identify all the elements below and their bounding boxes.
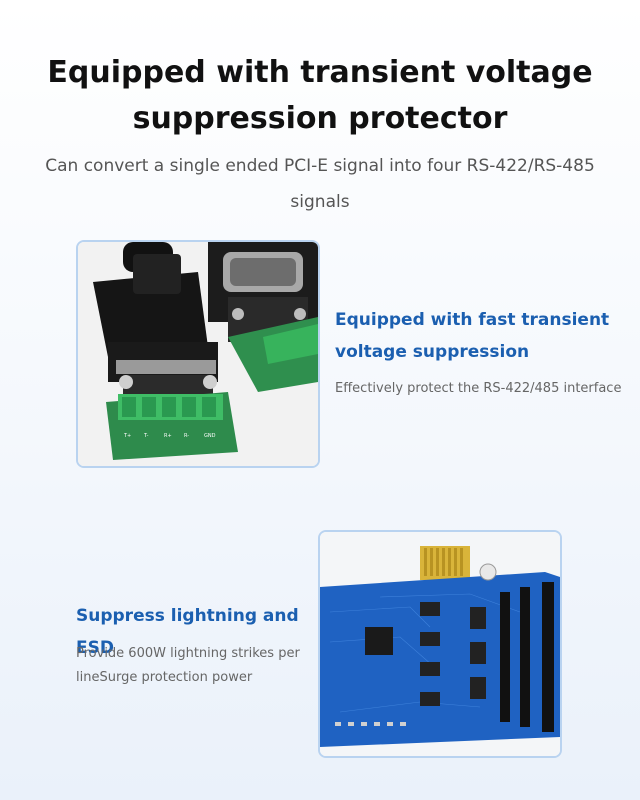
- pin-label: T+: [123, 433, 131, 439]
- feature-desc-esd: Provide 600W lightning strikes per lineS…: [76, 646, 300, 685]
- pin-label: R-: [184, 433, 189, 439]
- pcie-card-image: [320, 532, 560, 756]
- page-title: Equipped with transient voltage suppress…: [47, 55, 593, 136]
- feature-title-tvs: Equipped with fast transient voltage sup…: [335, 310, 610, 362]
- page-subtitle: Can convert a single ended PCI-E signal …: [45, 156, 595, 212]
- feature-desc-tvs: Effectively protect the RS-422/485 inter…: [335, 381, 622, 396]
- feature-title-esd: Suppress lightning and ESD: [76, 606, 299, 658]
- connector-photo: T+ T- R+ R- GND: [76, 240, 320, 468]
- pcie-board-photo: [318, 530, 562, 758]
- db9-terminal-adapter-image: T+ T- R+ R- GND: [78, 242, 318, 466]
- pin-label: T-: [143, 433, 149, 439]
- pin-label: R+: [164, 433, 172, 439]
- pin-label: GND: [204, 433, 216, 439]
